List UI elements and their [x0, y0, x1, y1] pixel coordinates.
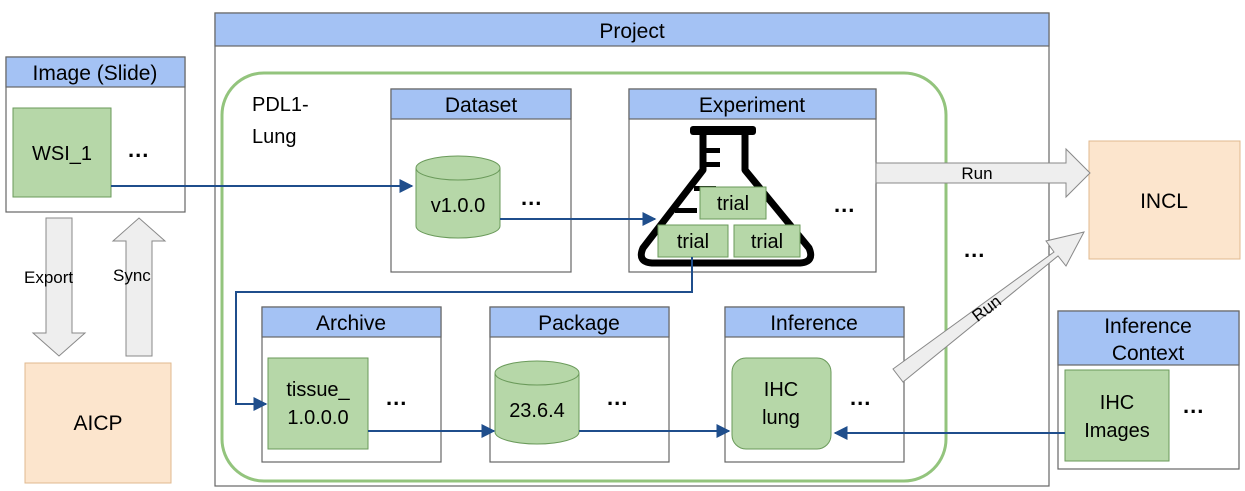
export-arrow: [31, 217, 87, 357]
ihc-lung-label-line1: IHC: [764, 379, 798, 401]
project-title: Project: [599, 20, 665, 43]
package-cylinder[interactable]: [494, 360, 580, 445]
export-label: Export: [24, 268, 73, 287]
inference-box: Inference IHC lung ...: [724, 306, 905, 463]
dataset-item-label: v1.0.0: [431, 195, 485, 217]
tissue-box[interactable]: [267, 357, 369, 450]
pdl1-lung-group: PDL1- Lung ...: [220, 71, 985, 483]
archive-ellipsis: ...: [386, 385, 407, 410]
trial-top-label: trial: [717, 193, 749, 215]
run-label-horizontal: Run: [961, 164, 992, 183]
inference-header: [724, 306, 905, 338]
inference-title: Inference: [770, 312, 858, 335]
archive-box: Archive tissue_ 1.0.0.0 ...: [261, 306, 442, 463]
trial-left-box[interactable]: [657, 224, 729, 258]
trial-right-label: trial: [751, 231, 783, 253]
experiment-ellipsis: ...: [834, 192, 855, 217]
dataset-title: Dataset: [445, 94, 518, 117]
package-ellipsis: ...: [607, 385, 628, 410]
inference-context-title-line1: Inference: [1104, 315, 1192, 338]
image-slide-header: [5, 56, 186, 88]
wsi-1-box[interactable]: [12, 107, 112, 198]
inference-context-title-line2: Context: [1112, 342, 1185, 365]
trial-right-box[interactable]: [733, 224, 801, 258]
image-slide-title: Image (Slide): [33, 62, 158, 85]
group-label-line1: PDL1-: [252, 94, 309, 116]
trial-left-label: trial: [677, 231, 709, 253]
image-slide-box: Image (Slide) WSI_1 ...: [5, 56, 186, 213]
experiment-to-archive-arrow: [235, 257, 693, 411]
package-header: [489, 306, 670, 338]
archive-header: [261, 306, 442, 338]
dataset-cylinder[interactable]: [415, 155, 501, 239]
tissue-label-line2: 1.0.0.0: [287, 407, 348, 429]
package-title: Package: [538, 312, 620, 335]
aicp-box: AICP: [24, 362, 172, 484]
tissue-label-line1: tissue_: [286, 379, 350, 401]
experiment-header: [628, 88, 877, 120]
experiment-title: Experiment: [699, 94, 805, 117]
dataset-header: [390, 88, 572, 120]
connector-arrows: [111, 179, 1065, 440]
wsi-1-label: WSI_1: [32, 143, 92, 165]
archive-title: Archive: [316, 312, 386, 335]
sync-label: Sync: [113, 266, 151, 285]
package-item-label: 23.6.4: [509, 400, 565, 422]
dataset-ellipsis: ...: [521, 185, 542, 210]
ihc-lung-label-line2: lung: [762, 407, 800, 429]
aicp-label: AICP: [73, 412, 122, 435]
trial-top-box[interactable]: [699, 186, 767, 220]
ihc-images-label-line2: Images: [1084, 420, 1150, 442]
experiment-box: Experiment trial trial trial ...: [628, 88, 877, 273]
sync-arrow: [111, 217, 167, 357]
ihc-images-label-line1: IHC: [1100, 392, 1134, 414]
group-label-line2: Lung: [252, 126, 297, 148]
incl-box: INCL: [1088, 140, 1241, 260]
inference-ellipsis: ...: [850, 385, 871, 410]
ihc-lung-box[interactable]: [731, 357, 832, 450]
incl-label: INCL: [1140, 190, 1188, 213]
dataset-box: Dataset v1.0.0 ...: [390, 88, 572, 273]
project-header: [214, 12, 1050, 47]
ihc-images-box[interactable]: [1064, 369, 1170, 462]
inference-context-header: [1057, 310, 1240, 366]
package-box: Package 23.6.4 ...: [489, 306, 670, 463]
inference-context-ellipsis: ...: [1183, 393, 1204, 418]
inference-context-box: Inference Context IHC Images ...: [1057, 310, 1240, 470]
run-arrow-horizontal: [875, 147, 1091, 199]
image-slide-ellipsis: ...: [128, 137, 149, 162]
group-ellipsis: ...: [964, 237, 985, 262]
run-arrow-diagonal: [892, 231, 1085, 383]
